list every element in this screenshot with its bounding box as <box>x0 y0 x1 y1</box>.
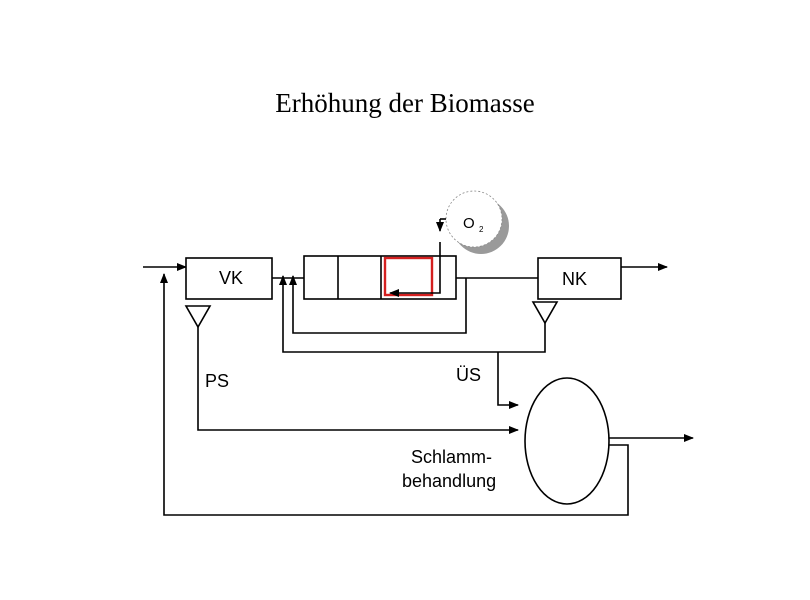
oxygen-supply: O 2 <box>436 190 509 254</box>
o2-label: O <box>463 215 475 232</box>
us-label: ÜS <box>456 365 481 385</box>
tank-outline <box>303 255 457 300</box>
nk-hopper <box>531 301 559 325</box>
oxygen-circle <box>445 190 503 248</box>
sludge-label-line2: behandlung <box>402 471 496 491</box>
vk-box <box>185 257 273 300</box>
highlighted-tank-zone <box>383 256 434 297</box>
excess-sludge-arrow <box>497 352 519 409</box>
diagram-title: Erhöhung der Biomasse <box>275 88 535 118</box>
vk-primary-clarifier: VK <box>184 257 273 329</box>
sludge-treatment: Schlamm- behandlung <box>402 377 610 505</box>
return-sludge-arrow <box>279 275 546 353</box>
aeration-tank <box>303 255 457 300</box>
internal-recirc-arrow <box>389 242 441 297</box>
nk-box <box>537 257 622 300</box>
o2-subscript: 2 <box>479 225 484 234</box>
nk-label: NK <box>562 269 587 289</box>
recirc-loop-arrow <box>289 275 467 334</box>
sludge-label-line1: Schlamm- <box>411 447 492 467</box>
return-water-arrow <box>160 273 629 516</box>
primary-sludge-arrow <box>197 327 519 434</box>
vk-label: VK <box>219 268 243 288</box>
ps-label: PS <box>205 371 229 391</box>
sludge-treatment-ellipse <box>524 377 610 505</box>
vk-hopper <box>184 305 212 329</box>
nk-secondary-clarifier: NK <box>531 257 622 325</box>
